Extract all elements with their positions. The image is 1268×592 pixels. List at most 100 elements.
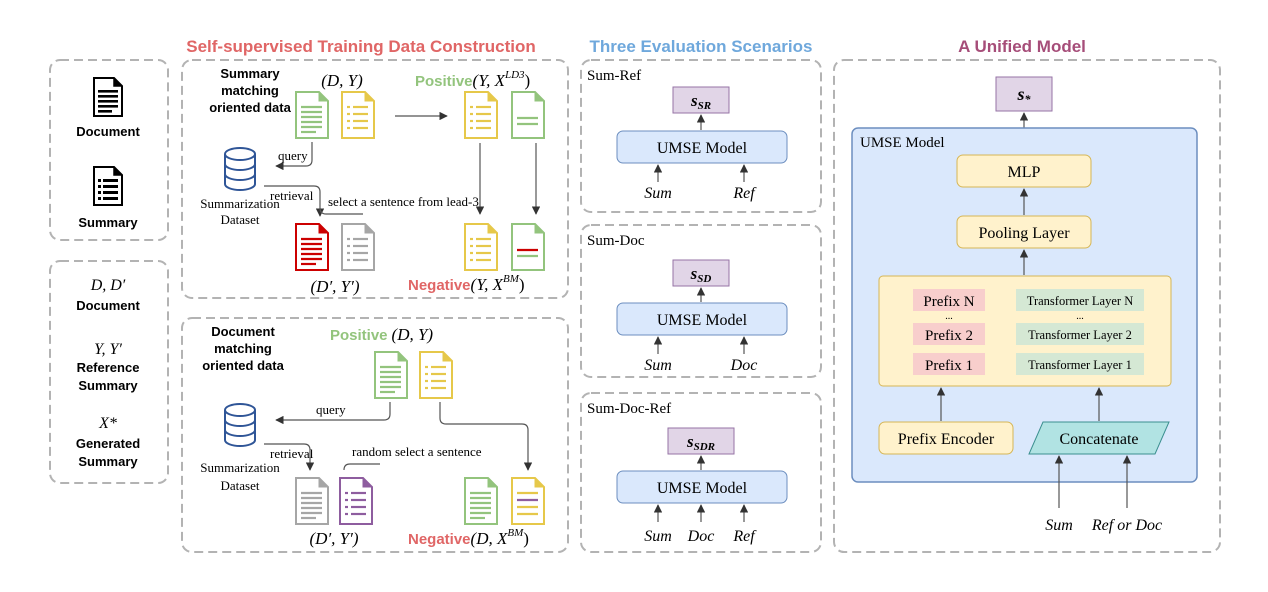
doc-pair-d-prime-y-prime: (D′, Y′) — [310, 529, 359, 548]
prefix-2-label: Prefix 2 — [925, 328, 973, 344]
sr-input-sum: Sum — [644, 185, 672, 202]
unified-score-box — [995, 76, 1053, 112]
scenario-sum-ref-panel — [580, 59, 822, 213]
sdr-input-doc: Doc — [687, 528, 715, 545]
summary-panel-title-1: Summary — [220, 66, 280, 81]
score-sr-label: sSR — [690, 91, 711, 112]
unified-input-ref-or-doc: Ref or Doc — [1091, 517, 1162, 534]
doc-dataset-label-1: Summarization — [200, 460, 280, 475]
summary-y-icon — [341, 91, 375, 139]
concatenate-box — [1028, 421, 1170, 455]
document-matching-panel — [181, 317, 569, 553]
score-sdr-label: sSDR — [686, 432, 715, 453]
prefix-2-box — [913, 323, 985, 345]
prefix-n-box — [913, 289, 985, 311]
mlp-label: MLP — [1008, 164, 1041, 181]
document-panel-title-1: Document — [211, 324, 275, 339]
positive-pair-label: Positive(Y, XLD3) — [415, 69, 530, 90]
retrieval-label: retrieval — [270, 188, 314, 203]
umse-model-box-sdr — [616, 470, 788, 504]
summary-panel-title-3: oriented data — [209, 100, 291, 115]
doc-negative-x-bm-icon — [511, 477, 545, 525]
prefix-1-label: Prefix 1 — [925, 358, 973, 374]
negative-d-prime-icon — [295, 223, 329, 271]
legend-dd-label: Document — [76, 298, 140, 313]
pooling-layer-box — [956, 215, 1092, 249]
mlp-box — [956, 154, 1092, 188]
concatenate-label: Concatenate — [1059, 431, 1138, 448]
positive-y-icon — [464, 91, 498, 139]
dataset-label-1: Summarization — [200, 196, 280, 211]
umse-model-label-sdr: UMSE Model — [657, 480, 748, 497]
doc-summarization-dataset-icon — [224, 403, 256, 447]
umse-model-box-sd — [616, 302, 788, 336]
negative-pair-label: Negative(Y, XBM) — [408, 273, 525, 294]
scenario-sum-doc-ref-title: Sum-Doc-Ref — [587, 401, 671, 417]
query-label: query — [278, 148, 308, 163]
prefix-encoder-label: Prefix Encoder — [898, 431, 995, 448]
legend-x-label-1: Generated — [76, 436, 140, 451]
sr-input-ref: Ref — [732, 185, 757, 202]
scenario-sum-ref-title: Sum-Ref — [587, 68, 641, 84]
sdr-input-ref: Ref — [732, 528, 757, 545]
summarization-dataset-icon — [224, 147, 256, 191]
negative-y-prime-icon — [341, 223, 375, 271]
document-icon — [93, 77, 123, 117]
transformer-1-box — [1016, 353, 1144, 375]
umse-model-label-sd: UMSE Model — [657, 312, 748, 329]
query-arrow — [275, 142, 313, 171]
doc-query-arrow — [275, 402, 391, 425]
doc-retrieval-label: retrieval — [270, 446, 314, 461]
score-sdr-box — [667, 427, 735, 455]
positive-x-icon — [511, 91, 545, 139]
transformer-1-label: Transformer Layer 1 — [1028, 358, 1132, 372]
doc-positive-y-icon — [419, 351, 453, 399]
doc-dataset-label-2: Dataset — [221, 478, 260, 493]
transformer-n-label: Transformer Layer N — [1027, 294, 1133, 308]
unified-score-label: s* — [1016, 84, 1031, 106]
pair-d-y: (D, Y) — [321, 71, 363, 90]
unified-header: A Unified Model — [958, 37, 1086, 56]
doc-negative-pair-label: Negative(D, XBM) — [408, 527, 529, 548]
doc-positive-pair-label: Positive(D, Y) — [330, 325, 433, 344]
retrieval-arrow — [264, 185, 325, 217]
document-panel-title-3: oriented data — [202, 358, 284, 373]
legend-notation-panel — [49, 260, 169, 484]
legend-document-label: Document — [76, 124, 140, 139]
select-lead3-label: select a sentence from lead-3 — [328, 194, 479, 209]
legend-yy-label-2: Summary — [78, 378, 138, 393]
legend-dd-math: D, D′ — [90, 277, 126, 294]
scenario-sum-doc-panel — [580, 224, 822, 378]
transformer-2-label: Transformer Layer 2 — [1028, 328, 1132, 342]
summary-matching-panel — [181, 59, 569, 299]
prefix-ellipsis: ... — [945, 311, 953, 322]
doc-negative-d-prime-icon — [295, 477, 329, 525]
prefix-1-box — [913, 353, 985, 375]
legend-yy-label-1: Reference — [77, 360, 140, 375]
doc-bm-arrow — [439, 402, 533, 471]
legend-icons-panel — [49, 59, 169, 241]
sd-input-sum: Sum — [644, 357, 672, 374]
summary-panel-title-2: matching — [221, 83, 279, 98]
legend-yy-math: Y, Y′ — [94, 341, 122, 358]
construction-header: Self-supervised Training Data Constructi… — [186, 37, 536, 56]
umse-model-container-label: UMSE Model — [860, 135, 945, 151]
prefix-n-label: Prefix N — [923, 294, 974, 310]
doc-query-label: query — [316, 402, 346, 417]
summary-icon — [93, 166, 123, 206]
transformer-2-box — [1016, 323, 1144, 345]
dataset-label-2: Dataset — [221, 212, 260, 227]
negative-x-bm-icon — [511, 223, 545, 271]
doc-negative-y-prime-icon — [339, 477, 373, 525]
score-sr-box — [672, 86, 730, 114]
score-sd-box — [672, 259, 730, 287]
doc-random-connector — [343, 463, 380, 471]
score-sd-label: sSD — [690, 264, 712, 285]
sdr-input-sum: Sum — [644, 528, 672, 545]
legend-x-math: X* — [98, 415, 117, 432]
document-panel-title-2: matching — [214, 341, 272, 356]
umse-model-label-sr: UMSE Model — [657, 140, 748, 157]
negative-y-icon — [464, 223, 498, 271]
transformer-n-box — [1016, 289, 1144, 311]
unified-input-sum: Sum — [1045, 517, 1073, 534]
